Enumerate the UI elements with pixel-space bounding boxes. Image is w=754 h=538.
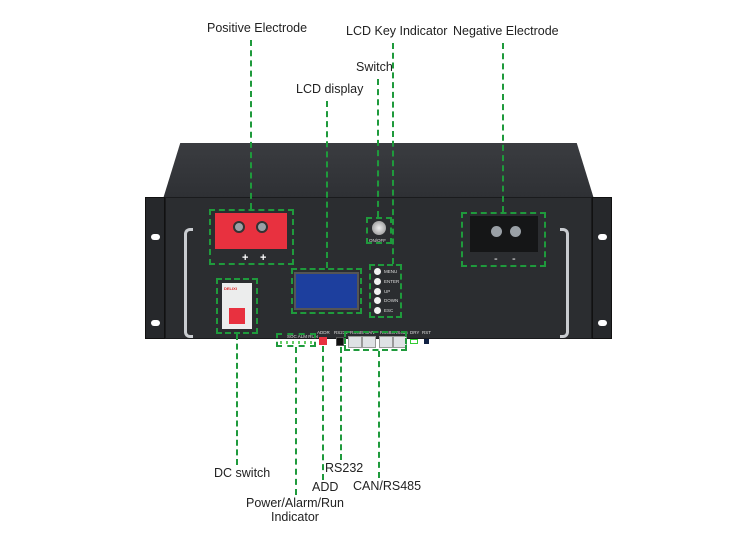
dc-switch-leader [236,334,238,465]
label-negative-electrode: Negative Electrode [453,24,559,38]
indicator-leader [295,347,297,495]
port-label-addr: ADDR [317,330,330,335]
positive-electrode-highlight [209,209,294,265]
positive-sign-2: + [260,252,267,264]
label-rs232: RS232 [325,461,364,475]
label-add: ADD [312,480,339,494]
negative-sign-2: - [512,253,516,265]
port-label-rs232: RS232 [334,330,348,335]
label-dc-switch: DC switch [214,466,271,480]
port-label-dry: DRY [410,330,420,335]
lcd-display-leader [326,101,328,268]
power-switch-button[interactable] [372,221,386,235]
addr-dip-switch[interactable] [319,337,327,345]
switch-leader [377,79,379,217]
label-can-rs485: CAN/RS485 [353,479,422,493]
rs485-port[interactable] [348,336,362,348]
on-off-label: ON/OFF [369,238,386,243]
switch-highlight [366,217,392,244]
can-rs485-highlight [344,331,407,351]
positive-leader [250,40,252,209]
negative-terminal [470,216,538,252]
lcd-screen [294,272,359,310]
label-indicator: Indicator [271,510,319,524]
left-rack-ear [145,197,165,339]
lcd-key-leader [392,43,394,264]
led-labels: SOC ALM RUN [287,334,319,339]
dc-breaker[interactable]: DELIXI [222,283,252,329]
negative-sign-1: - [494,253,498,265]
negative-leader [502,43,504,212]
lcd-display-highlight [291,268,362,314]
indicator-highlight [276,333,316,347]
positive-terminal [215,213,287,249]
rs232-port[interactable] [336,337,344,346]
dc-switch-highlight [216,278,258,334]
port-label-rst: RST [422,330,431,335]
status-leds [280,341,314,344]
right-handle [560,228,569,338]
right-rack-ear [592,197,612,339]
label-lcd-key-indicator: LCD Key Indicator [346,24,448,38]
label-switch: Switch [356,60,393,74]
positive-sign-1: + [242,252,249,264]
label-lcd-display: LCD display [296,82,364,96]
negative-electrode-highlight [461,212,546,267]
label-power-alarm-run: Power/Alarm/Run [246,496,344,510]
rs485-port-2[interactable] [379,336,393,348]
dry-contact[interactable] [410,339,418,344]
left-handle [184,228,193,338]
add-leader [322,346,324,480]
label-positive-electrode: Positive Electrode [207,21,308,35]
lcd-keys-highlight [369,264,402,318]
rs232-leader [340,347,342,460]
reset-button[interactable] [424,339,429,344]
can-port[interactable] [362,336,376,348]
can-rs485-leader [378,351,380,478]
